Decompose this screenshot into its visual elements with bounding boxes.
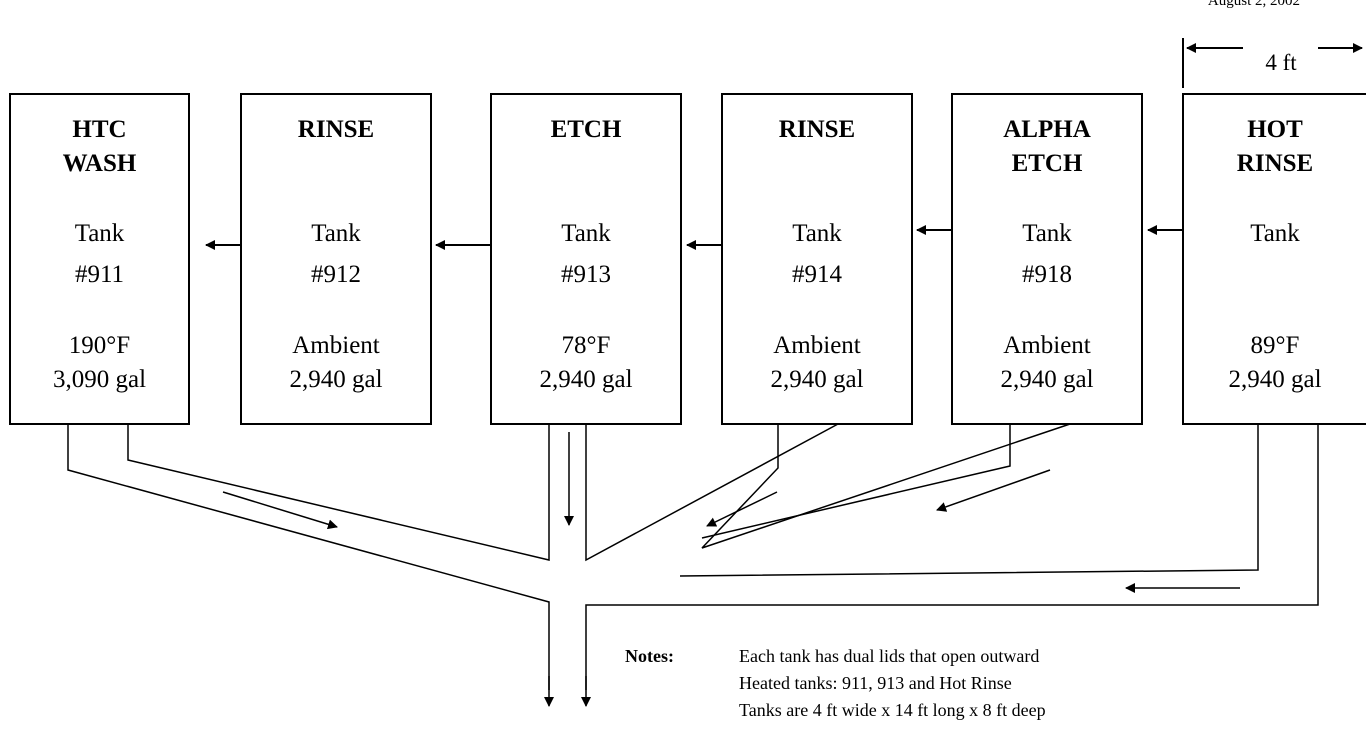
- notes-block: Notes: Each tank has dual lids that open…: [625, 646, 1046, 720]
- drain-pipe-914-918: [701, 423, 1071, 549]
- dimension-label: 4 ft: [1265, 50, 1297, 75]
- tank-box: HOT RINSE Tank 89°F 2,940 gal: [1182, 93, 1366, 425]
- tank-name: HOT: [1247, 116, 1303, 143]
- drain-pipe-913-914: [585, 423, 839, 562]
- tank-volume: 2,940 gal: [770, 366, 863, 393]
- drain-pipes: [67, 423, 1319, 690]
- tank-number: #911: [75, 261, 124, 288]
- tank-name: RINSE: [779, 116, 855, 143]
- notes-line: Each tank has dual lids that open outwar…: [739, 646, 1039, 666]
- transfer-arrows: [205, 225, 1183, 250]
- tank-name: HTC: [72, 116, 126, 143]
- tank-row: HTC WASH Tank #911 190°F 3,090 gal RINSE Tank #9…: [9, 93, 1366, 425]
- tank-label: Tank: [561, 220, 611, 247]
- tank-name: WASH: [63, 150, 137, 177]
- tank-outline: [951, 93, 1143, 425]
- tank-temperature: 190°F: [69, 332, 130, 359]
- tank-outline: [490, 93, 682, 425]
- tank-number: #914: [792, 261, 843, 288]
- tank-name: ALPHA: [1003, 116, 1091, 143]
- tank-volume: 2,940 gal: [1228, 366, 1321, 393]
- tank-label: Tank: [1250, 220, 1300, 247]
- tank-number: #913: [561, 261, 611, 288]
- tank-label: Tank: [792, 220, 842, 247]
- tank-temperature: Ambient: [1003, 332, 1091, 359]
- tank-number: #912: [311, 261, 361, 288]
- tank-outline: [721, 93, 913, 425]
- tank-volume: 2,940 gal: [289, 366, 382, 393]
- notes-line: Heated tanks: 911, 913 and Hot Rinse: [739, 673, 1012, 693]
- tank-temperature: 78°F: [562, 332, 611, 359]
- drain-pipe-hotrinse-a: [679, 424, 1259, 577]
- tank-outline: [240, 93, 432, 425]
- flow-arrow-911: [222, 491, 338, 530]
- notes-line: Tanks are 4 ft wide x 14 ft long x 8 ft …: [739, 700, 1046, 720]
- tank-temperature: Ambient: [292, 332, 380, 359]
- tank-outline: [1182, 93, 1366, 425]
- tank-outline: [9, 93, 190, 425]
- flow-arrows: [222, 432, 1240, 707]
- drain-pipe-918: [701, 424, 1011, 539]
- width-dimension: 4 ft: [1182, 38, 1363, 88]
- tank-label: Tank: [1022, 220, 1072, 247]
- drain-pipe-911-a: [67, 424, 550, 690]
- tank-name: ETCH: [551, 116, 622, 143]
- tank-volume: 2,940 gal: [1000, 366, 1093, 393]
- notes-title: Notes:: [625, 646, 674, 666]
- flow-arrow-914: [706, 491, 778, 527]
- flow-arrow-918: [936, 469, 1051, 512]
- tank-number: #918: [1022, 261, 1072, 288]
- tank-label: Tank: [311, 220, 361, 247]
- drain-pipe-hotrinse-b: [585, 424, 1319, 690]
- tank-volume: 3,090 gal: [53, 366, 146, 393]
- tank-box: ETCH Tank #913 78°F 2,940 gal: [490, 93, 682, 425]
- tank-box: HTC WASH Tank #911 190°F 3,090 gal: [9, 93, 190, 425]
- tank-label: Tank: [75, 220, 125, 247]
- tank-name: ETCH: [1012, 150, 1083, 177]
- date-label: August 2, 2002: [1208, 0, 1300, 9]
- tank-name: RINSE: [298, 116, 374, 143]
- tank-name: RINSE: [1237, 150, 1313, 177]
- tank-temperature: Ambient: [773, 332, 861, 359]
- drain-pipe-911-b: [127, 424, 550, 561]
- tank-temperature: 89°F: [1251, 332, 1300, 359]
- tank-volume: 2,940 gal: [539, 366, 632, 393]
